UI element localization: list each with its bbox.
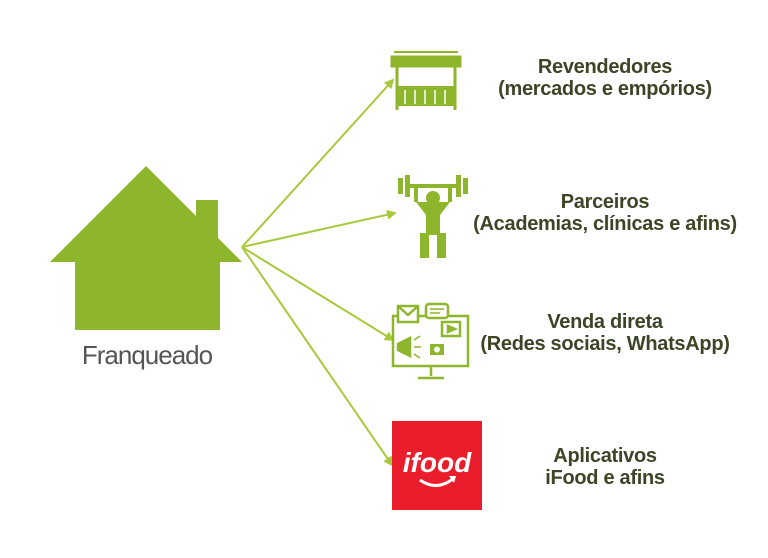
house-icon	[50, 166, 242, 330]
market-stall-icon	[390, 51, 462, 110]
social-media-monitor-icon	[391, 302, 470, 380]
channel-aplicativos-label: Aplicativos iFood e afins	[505, 445, 705, 489]
channel-subtitle: (Redes sociais, WhatsApp)	[480, 333, 730, 355]
channel-title: Parceiros	[560, 191, 650, 213]
ifood-logo-icon: ifood	[392, 421, 482, 510]
channel-parceiros-label: Parceiros (Academias, clínicas e afins)	[455, 191, 755, 235]
channel-subtitle: (mercados e empórios)	[498, 78, 712, 100]
arrow-to-parceiros	[241, 209, 397, 248]
channel-subtitle: iFood e afins	[545, 467, 665, 489]
channel-venda-direta-label: Venda direta (Redes sociais, WhatsApp)	[460, 311, 750, 355]
weightlifter-icon	[398, 175, 468, 258]
connector-arrows	[241, 78, 397, 467]
channel-title: Revendedores	[537, 56, 673, 78]
channel-subtitle: (Academias, clínicas e afins)	[473, 213, 737, 235]
arrow-to-aplicativos	[241, 246, 394, 467]
hub-label: Franqueado	[81, 340, 213, 370]
arrow-to-venda-direta	[241, 246, 395, 342]
channel-title: Aplicativos	[553, 445, 657, 467]
channel-title: Venda direta	[547, 311, 663, 333]
ifood-logo-text: ifood	[403, 447, 472, 478]
arrow-to-revendedores	[241, 78, 395, 248]
channel-revendedores-label: Revendedores (mercados e empórios)	[470, 56, 740, 100]
